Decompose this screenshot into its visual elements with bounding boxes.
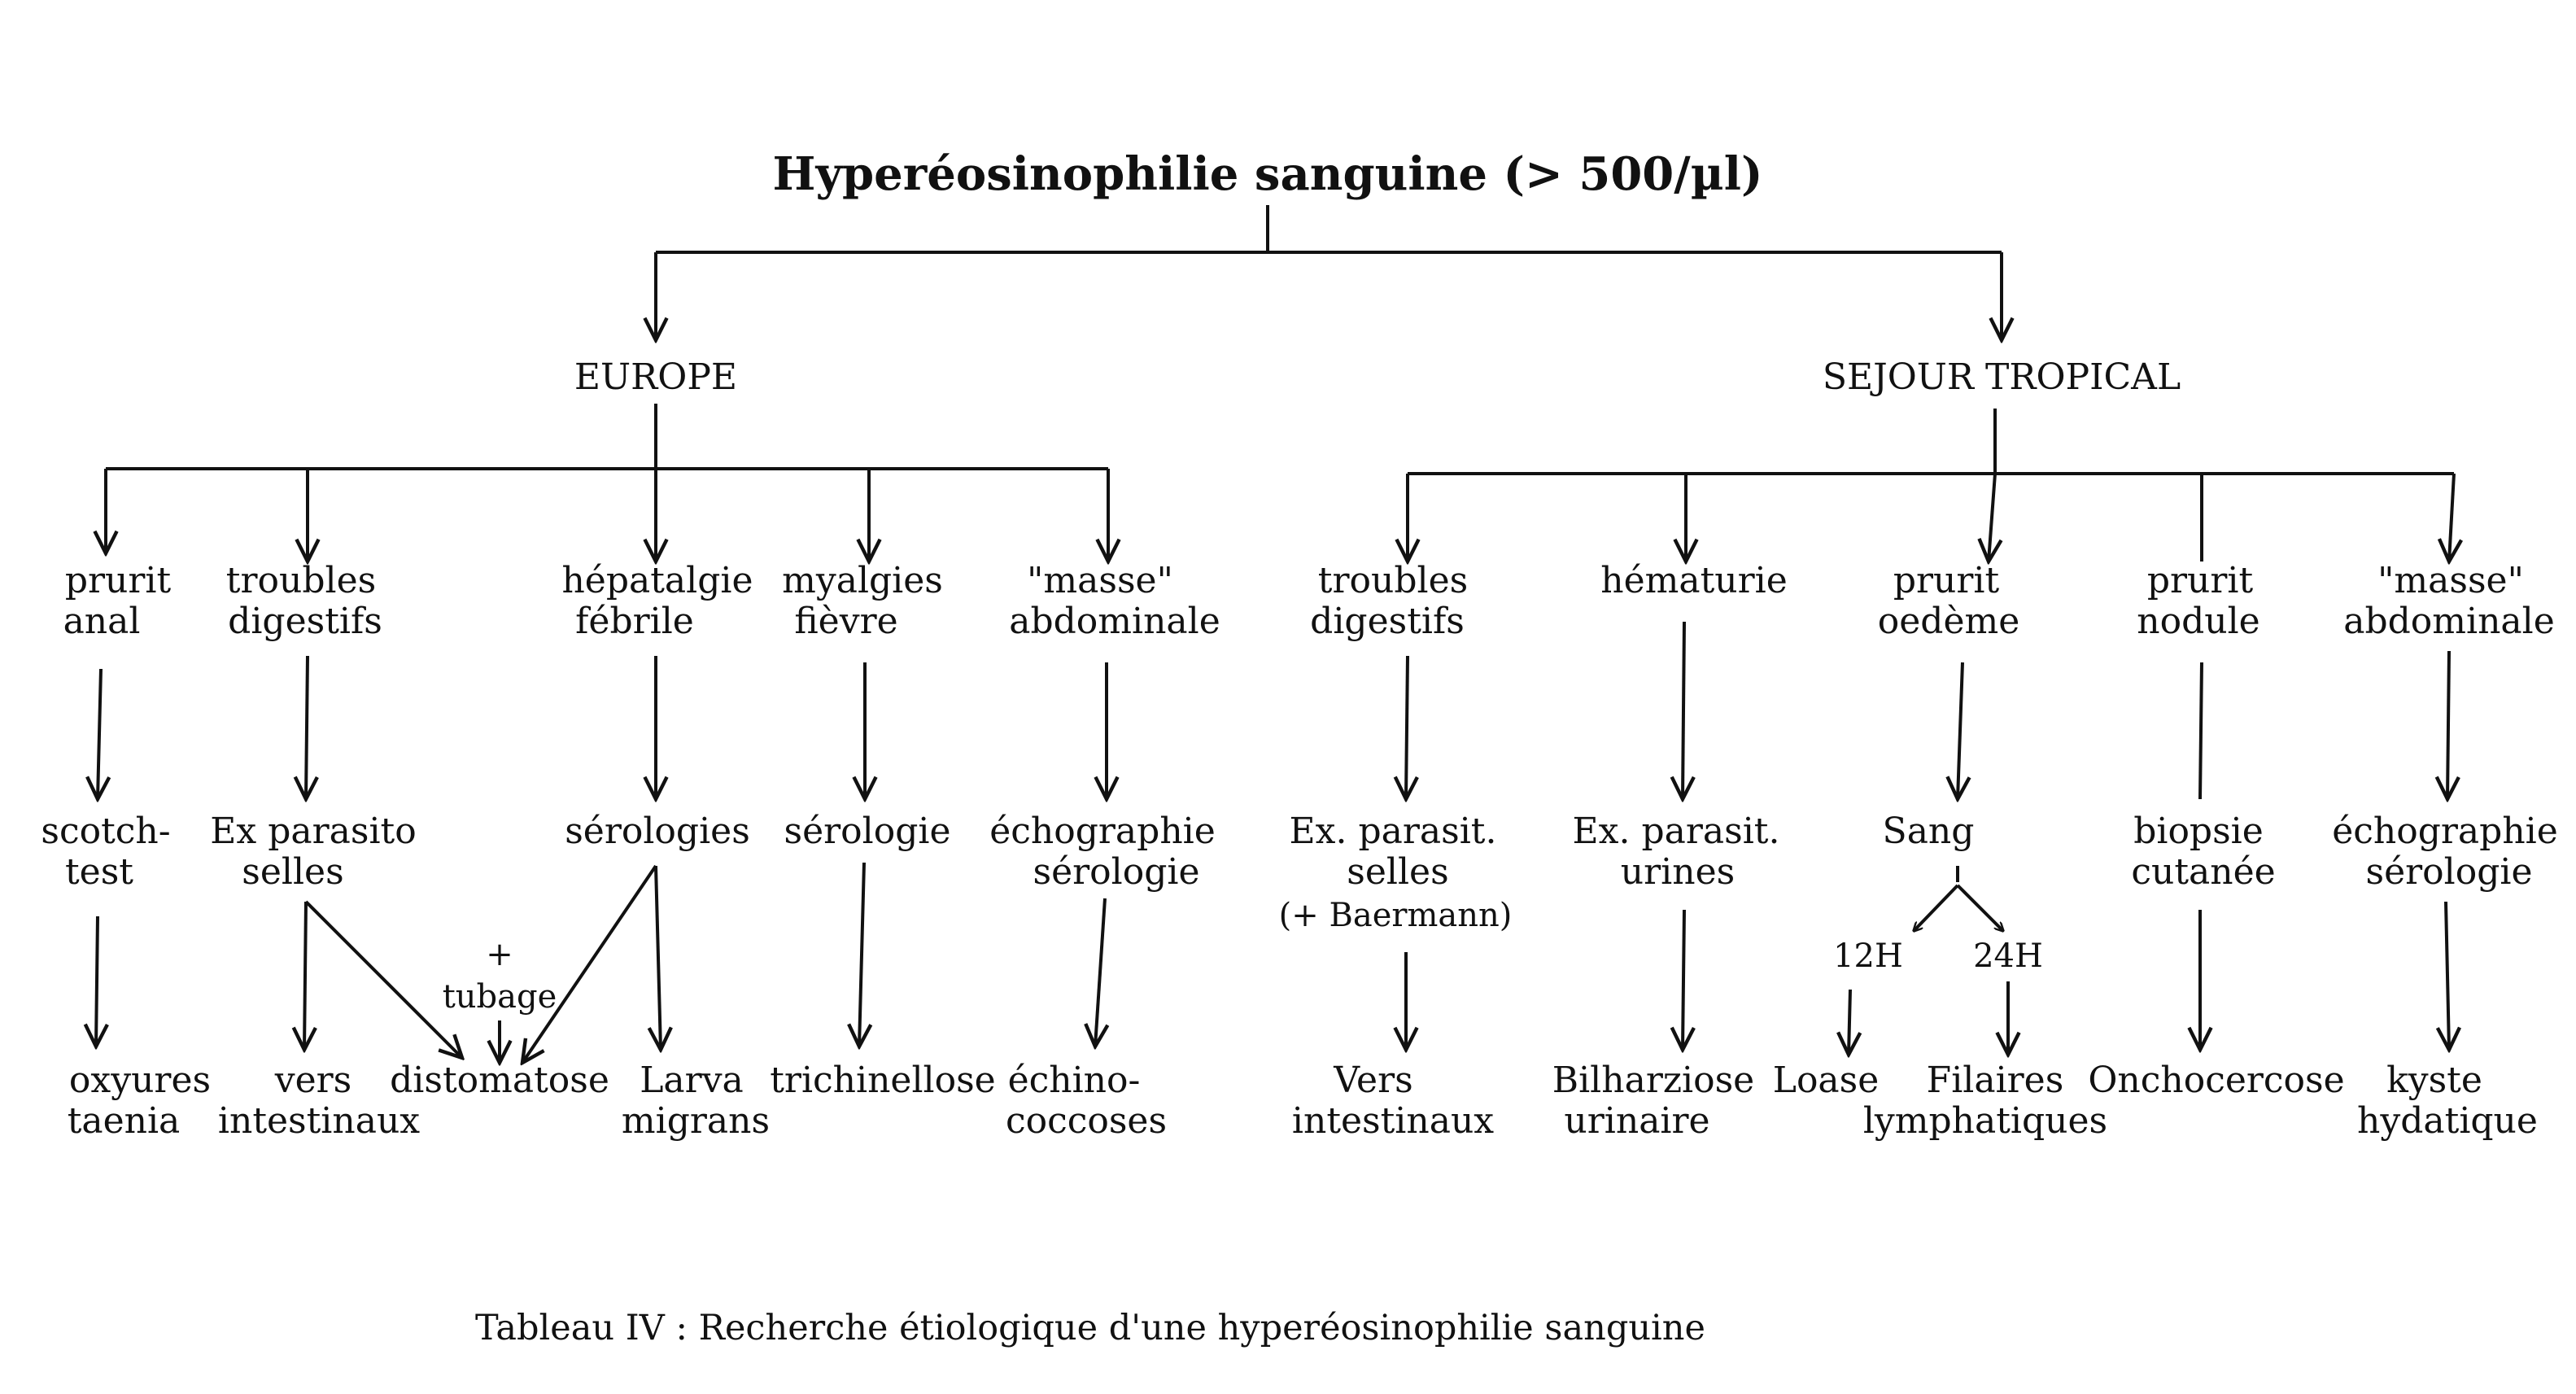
tr-symptom-hematurie: hématurie	[1600, 560, 1788, 601]
time-24h: 24H	[1973, 937, 2043, 975]
tr-test-ex-parasit-urines: Ex. parasit.urines	[1573, 811, 1780, 893]
tr-test-ex-parasit-selles: Ex. parasit.selles(+ Baermann)	[1279, 811, 1513, 934]
eu-dx-distomatose: distomatose	[390, 1060, 609, 1101]
tubage-annotation: +tubage	[443, 936, 557, 1016]
top-connectors	[656, 205, 2002, 340]
tr-dx-onchocercose: Onchocercose	[2088, 1060, 2344, 1101]
eu-test-serologie: sérologie	[784, 811, 951, 852]
eu-dx-echinococcoses: échino-coccoses	[1006, 1060, 1167, 1142]
table-caption: Tableau IV : Recherche étiologique d'une…	[475, 1308, 1705, 1348]
tropical-connectors	[1406, 409, 2454, 1055]
europe-connectors	[96, 404, 1108, 1063]
region-tropical: SEJOUR TROPICAL	[1823, 356, 2181, 398]
eu-symptom-masse-abdominale: "masse"abdominale	[1009, 560, 1220, 642]
time-12h: 12H	[1833, 937, 1903, 975]
eu-test-serologies: sérologies	[565, 811, 750, 852]
tr-dx-loase: Loase	[1773, 1060, 1880, 1101]
eu-dx-trichinellose: trichinellose	[770, 1060, 995, 1101]
region-europe: EUROPE	[574, 356, 737, 398]
eu-test-scotch-test: scotch-test	[41, 811, 170, 893]
page-title: Hyperéosinophilie sanguine (> 500/µl)	[773, 147, 1763, 201]
tr-symptom-masse-abdominale: "masse"abdominale	[2343, 560, 2555, 642]
tr-test-sang: Sang	[1883, 811, 1975, 852]
